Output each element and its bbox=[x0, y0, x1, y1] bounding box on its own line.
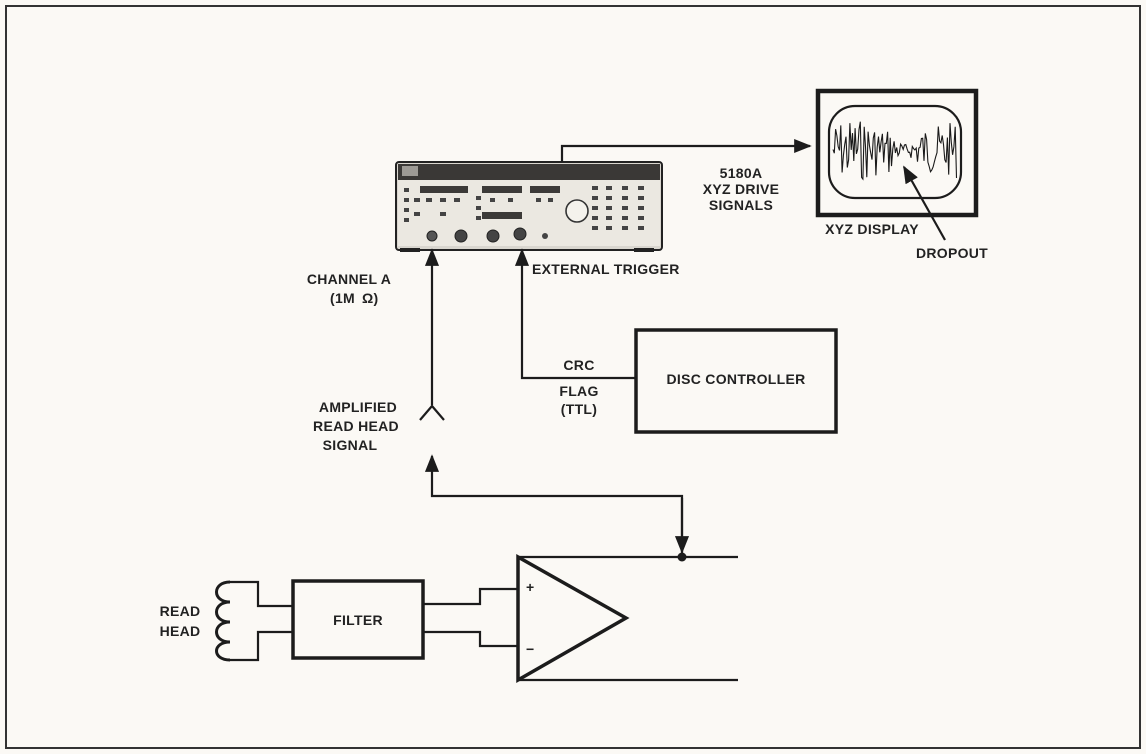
channel-a-impedance: (1M Ω) bbox=[330, 290, 379, 306]
read-head-label: READ HEAD bbox=[160, 603, 201, 639]
filter-to-plus-input bbox=[423, 587, 518, 606]
signal-waveform bbox=[832, 121, 958, 181]
amplified-signal-label: AMPLIFIED READ HEAD SIGNAL bbox=[313, 399, 399, 453]
dropout-arrow bbox=[903, 165, 946, 241]
drive-signals-label: 5180A XYZ DRIVE SIGNALS bbox=[703, 165, 780, 213]
filter-label: FILTER bbox=[333, 612, 383, 628]
svg-text:(1M: (1M bbox=[330, 290, 355, 306]
filter-to-minus-input bbox=[423, 630, 518, 648]
svg-text:XYZ DRIVE: XYZ DRIVE bbox=[703, 181, 780, 197]
plus-input-label: + bbox=[526, 579, 534, 595]
svg-text:5180A: 5180A bbox=[720, 165, 763, 181]
svg-text:READ: READ bbox=[160, 603, 201, 619]
svg-text:SIGNAL: SIGNAL bbox=[323, 437, 378, 453]
filter-box bbox=[291, 579, 425, 660]
waveform-recorder-instrument bbox=[395, 161, 663, 252]
svg-text:HEAD: HEAD bbox=[160, 623, 201, 639]
disc-controller-label: DISC CONTROLLER bbox=[666, 371, 805, 387]
frame-border bbox=[5, 5, 1141, 749]
read-head-wire-top bbox=[230, 580, 293, 608]
flag-label: FLAG bbox=[559, 383, 598, 399]
minus-input-label: − bbox=[526, 641, 534, 657]
svg-text:Ω): Ω) bbox=[362, 290, 379, 306]
drive-signals-line bbox=[560, 138, 812, 162]
svg-text:AMPLIFIED: AMPLIFIED bbox=[319, 399, 397, 415]
ttl-label: (TTL) bbox=[561, 401, 597, 417]
xyz-display-label: XYZ DISPLAY bbox=[825, 221, 919, 237]
svg-text:READ HEAD: READ HEAD bbox=[313, 418, 399, 434]
signal-probe-tip bbox=[419, 404, 445, 421]
read-head-coil bbox=[215, 580, 231, 662]
external-trigger-line bbox=[514, 248, 636, 380]
dropout-label: DROPOUT bbox=[916, 245, 988, 261]
amplifier-output-line bbox=[424, 454, 684, 557]
svg-text:SIGNALS: SIGNALS bbox=[709, 197, 773, 213]
channel-a-label: CHANNEL A bbox=[307, 271, 391, 287]
disc-controller-box bbox=[634, 328, 838, 434]
crc-label: CRC bbox=[563, 357, 594, 373]
external-trigger-label: EXTERNAL TRIGGER bbox=[532, 261, 680, 277]
read-head-wire-bottom bbox=[230, 630, 293, 662]
differential-amplifier bbox=[516, 554, 630, 684]
